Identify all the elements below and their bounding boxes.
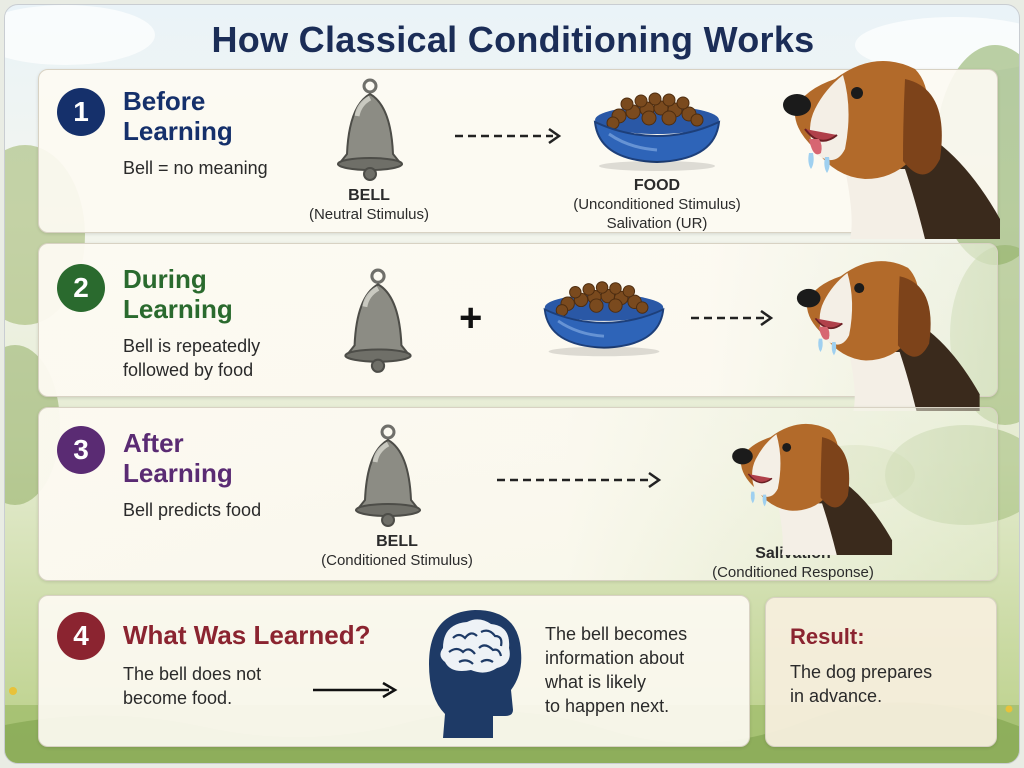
step-2-panel: 2 During Learning Bell is repeatedly fol… bbox=[38, 243, 998, 397]
dog-illustration bbox=[732, 423, 893, 555]
dog-illustration bbox=[796, 261, 980, 411]
step-1-description: Bell = no meaning bbox=[123, 158, 268, 178]
step-1-bell-caption: BELL (Neutral Stimulus) bbox=[308, 187, 430, 223]
dog-illustration bbox=[783, 61, 1000, 239]
bell-icon bbox=[336, 78, 404, 181]
step-2-badge: 2 bbox=[57, 264, 105, 312]
step-4-info: The bell becomes information about what … bbox=[545, 624, 688, 716]
bell-icon bbox=[344, 268, 412, 373]
step-4-title: What Was Learned? bbox=[123, 620, 371, 650]
arrow-right-icon bbox=[455, 127, 562, 145]
step-3-badge: 3 bbox=[57, 426, 105, 474]
result-title: Result: bbox=[790, 624, 865, 649]
step-2-description: Bell is repeatedly followed by food bbox=[123, 336, 261, 380]
result-panel: Result: The dog prepares in advance. bbox=[765, 597, 997, 747]
food-bowl-icon bbox=[593, 92, 721, 171]
step-2-title: During Learning bbox=[123, 264, 233, 324]
step-4-badge: 4 bbox=[57, 612, 105, 660]
step-1-food-caption: FOOD (Unconditioned Stimulus) Salivation… bbox=[573, 177, 741, 232]
step-3-title: After Learning bbox=[123, 428, 233, 488]
food-bowl-icon bbox=[543, 281, 665, 357]
plus-icon: + bbox=[459, 296, 483, 340]
step-3-bell-caption: BELL (Conditioned Stimulus) bbox=[321, 533, 473, 569]
infographic-frame: How Classical Conditioning Works 1 Befor… bbox=[4, 4, 1020, 764]
step-4-panel: 4 What Was Learned? The bell does not be… bbox=[38, 595, 750, 747]
result-text: The dog prepares in advance. bbox=[790, 662, 933, 706]
step-4-description: The bell does not become food. bbox=[123, 664, 262, 708]
step-3-description: Bell predicts food bbox=[123, 500, 262, 520]
step-1-title: Before Learning bbox=[123, 86, 233, 146]
arrow-right-icon bbox=[313, 681, 398, 699]
bell-icon bbox=[354, 424, 422, 527]
page-title: How Classical Conditioning Works bbox=[211, 19, 815, 60]
arrow-right-icon bbox=[691, 309, 774, 327]
step-1-badge: 1 bbox=[57, 88, 105, 136]
brain-head-icon bbox=[429, 610, 522, 738]
arrow-right-icon bbox=[497, 471, 662, 489]
